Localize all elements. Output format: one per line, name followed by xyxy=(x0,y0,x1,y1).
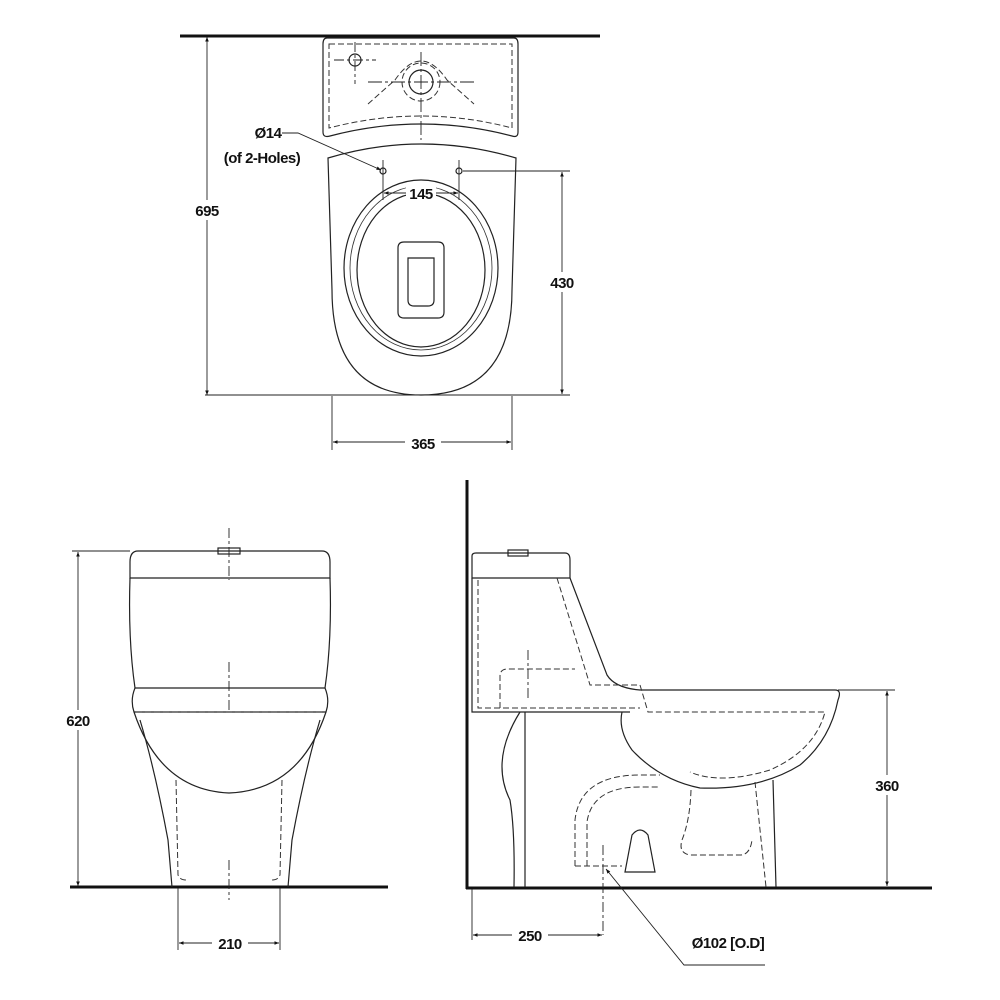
flush-button xyxy=(507,549,529,557)
seat-inner xyxy=(356,192,486,348)
bowl-side xyxy=(569,577,841,789)
tank-lid xyxy=(129,550,331,579)
seat-outer xyxy=(343,179,499,357)
front-view: 620 210 xyxy=(63,528,388,953)
bowl-outline xyxy=(327,143,517,396)
tank-flush-housing xyxy=(367,60,475,105)
dim-height: 620 xyxy=(66,713,90,730)
seat-rim xyxy=(131,687,329,713)
hole-note: (of 2-Holes) xyxy=(224,150,301,167)
tank-inner xyxy=(328,43,513,129)
bowl-front xyxy=(133,711,327,794)
side-view: 360 250 Ø102 [O.D] xyxy=(465,480,932,966)
outlet-horn xyxy=(624,829,656,873)
dim-overall-length: 695 xyxy=(195,203,219,220)
dim-rough-in: 250 xyxy=(518,928,542,945)
tank-body xyxy=(128,577,332,689)
tank-body xyxy=(471,578,630,713)
dim-outlet-diameter: Ø102 [O.D] xyxy=(692,935,765,952)
trapway xyxy=(574,774,660,866)
dim-base-width: 210 xyxy=(218,936,242,953)
dim-seat-height: 360 xyxy=(875,778,899,795)
top-view: 695 430 365 145 Ø14 (of 2-Holes) xyxy=(180,34,600,453)
dim-hole-diameter: Ø14 xyxy=(255,125,283,142)
tank-outline xyxy=(322,37,519,138)
dim-hole-spacing: 145 xyxy=(409,186,433,203)
water-spot xyxy=(397,241,445,319)
dim-bowl-length: 430 xyxy=(550,275,574,292)
tank-lid xyxy=(471,552,571,579)
dim-width: 365 xyxy=(411,436,435,453)
